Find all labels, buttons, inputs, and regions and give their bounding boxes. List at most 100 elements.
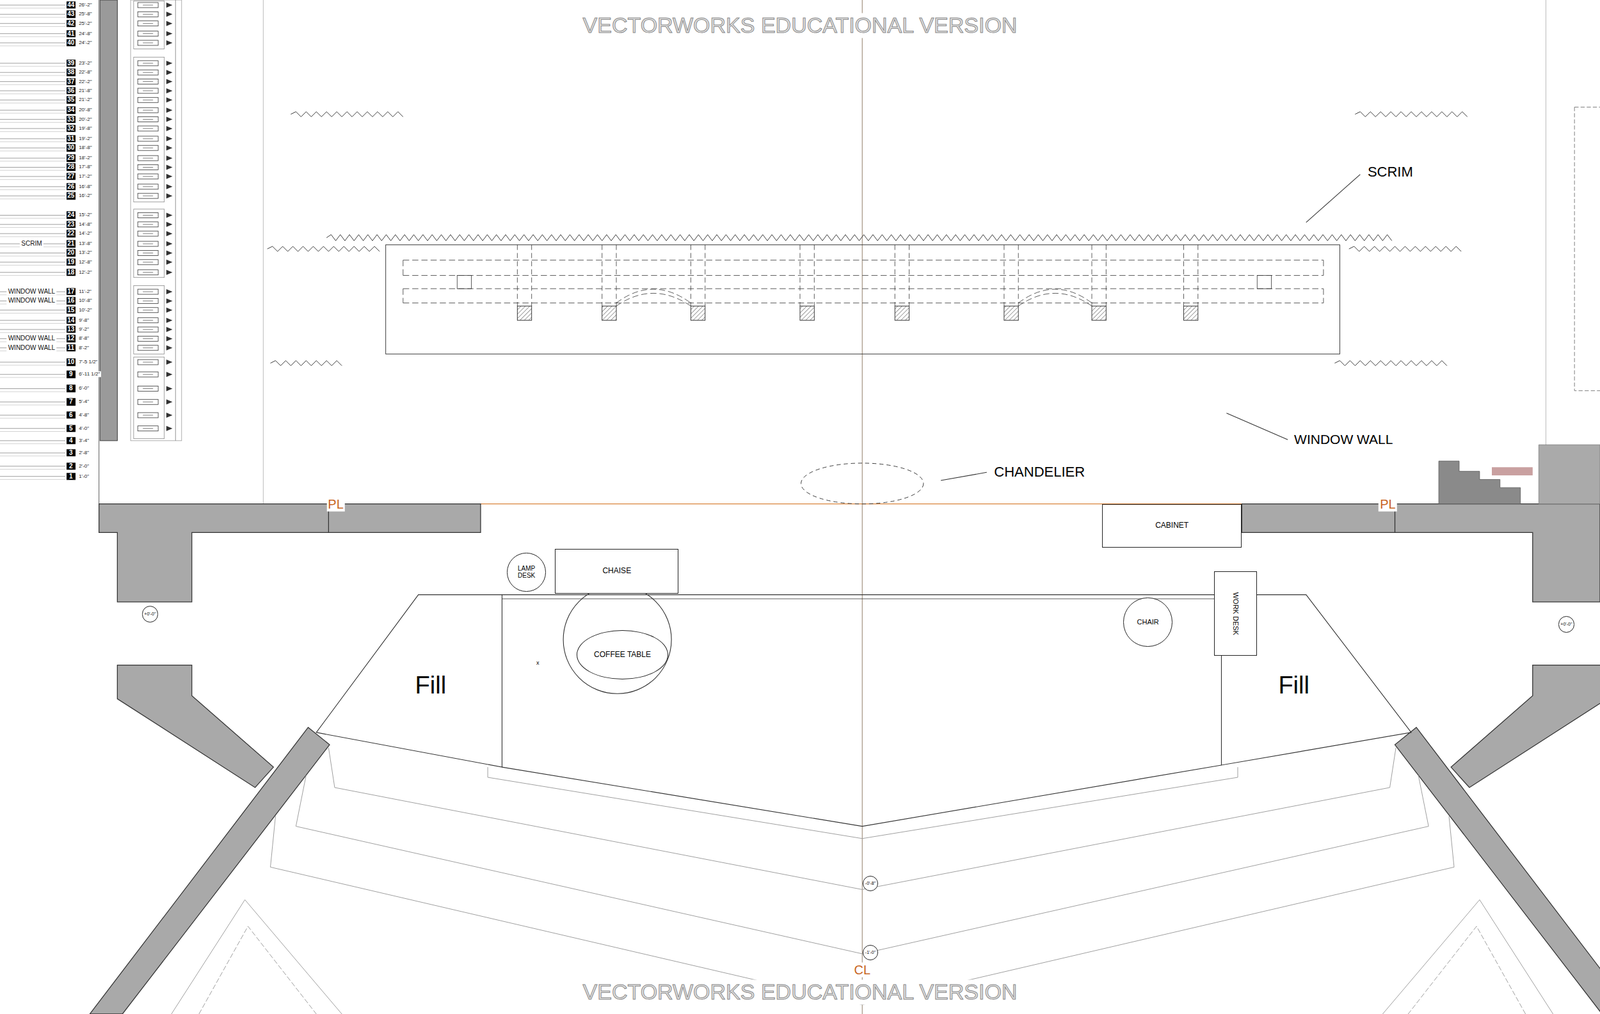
lineset-number: 34 [66,106,76,114]
lineset-schedule [142,272,153,273]
lineset-number: 41 [66,30,76,38]
lineset-schedule [137,184,159,190]
stage-deck [501,599,1222,600]
lineset-schedule [0,74,66,76]
fill-area: Fill [394,665,467,707]
window-wall [894,245,896,307]
lineset-schedule [0,388,66,390]
lineset-schedule [142,81,153,82]
lineset-schedule [0,227,66,228]
lineset-schedule [166,345,173,351]
reference-lines [1574,106,1600,391]
lineset-schedule [166,60,173,66]
window-wall [1197,245,1199,307]
lineset-number: 27 [66,172,76,181]
audience-rows [1408,926,1526,1014]
lineset-schedule [0,0,182,480]
window-wall [517,305,532,320]
lineset-height: 24'-2" [77,39,93,46]
lineset-number: 16 [66,297,76,306]
lineset-schedule [137,126,159,132]
lineset-schedule [137,145,159,151]
reference-lines [1545,0,1547,505]
lineset-schedule [142,90,153,91]
lineset-schedule [142,401,153,403]
lineset-number: 19 [66,258,76,267]
window-wall [1003,245,1005,307]
lineset-schedule [0,160,66,162]
lineset-schedule [166,412,173,418]
lineset-schedule [166,145,173,151]
lineset-schedule [133,1,165,50]
lineset-schedule [137,250,159,256]
proscenium-walls [117,665,274,788]
lineset-schedule [166,241,173,247]
lineset-schedule [0,45,66,47]
lineset-height: 19'-2" [77,135,93,142]
lineset-height: 4'-0" [77,425,91,432]
lineset-schedule [142,99,153,101]
proscenium-walls [1491,467,1533,476]
lineset-number: 7 [66,398,76,406]
lineset-schedule [0,431,66,432]
stage-deck [563,585,672,694]
reference-lines [98,0,100,505]
lineset-number: 21 [66,240,76,248]
window-wall [690,245,692,307]
lineset-number: 15 [66,306,76,315]
lineset-height: 18'-8" [77,145,93,152]
elevation-marker: +0'-0" [142,606,159,623]
window-wall [1322,260,1324,276]
node-text: COFFEE TABLE [593,650,651,660]
lineset-number: 6 [66,411,76,420]
lineset-schedule [0,81,66,82]
lineset-schedule [142,388,153,390]
lineset-schedule [0,417,66,419]
lineset-schedule [166,79,173,85]
proscenium-walls [1395,727,1600,1014]
lineset-schedule [137,307,159,313]
lineset-schedule [0,233,66,235]
audience-rows [270,816,1455,1006]
lineset-schedule [137,11,159,17]
lineset-schedule [137,412,159,418]
lineset-schedule [137,345,159,351]
lineset-height: 18'-2" [77,155,93,162]
callout-label: CHANDELIER [992,464,1087,481]
lineset-schedule [142,62,153,64]
lineset-schedule [0,275,66,276]
lineset-schedule [0,176,66,177]
lineset-schedule [0,440,66,441]
window-wall [800,305,815,320]
lineset-schedule [166,21,173,27]
window-wall [403,275,1324,276]
lineset-schedule [166,2,173,8]
lineset-schedule [0,332,66,333]
lineset-number: 18 [66,268,76,277]
window-wall [456,275,472,290]
lineset-schedule [0,443,66,445]
lineset-schedule [0,309,66,311]
proscenium-walls [89,727,330,1014]
furniture-ellipse: COFFEE TABLE [576,630,669,680]
lineset-schedule [0,170,66,171]
lineset-schedule [0,236,66,237]
furniture-box: CHAISE [554,549,679,594]
lineset-height: 4'-8" [77,412,91,418]
lineset-number: 31 [66,135,76,143]
lineset-number: 1 [66,472,76,481]
lineset-height: 21'-2" [77,97,93,104]
lineset-schedule [133,56,165,202]
stage-deck [316,595,502,768]
lineset-schedule [166,212,173,218]
lineset-schedule [137,79,159,85]
lineset-number: 9 [66,370,76,379]
window-wall [616,293,691,306]
lineset-schedule [137,270,159,276]
lineset-schedule [0,167,66,168]
window-wall [894,305,909,320]
node-text: CABINET [1155,521,1189,531]
lineset-height: 12'-2" [77,269,93,276]
lineset-schedule [166,318,173,324]
lineset-schedule [137,2,159,8]
